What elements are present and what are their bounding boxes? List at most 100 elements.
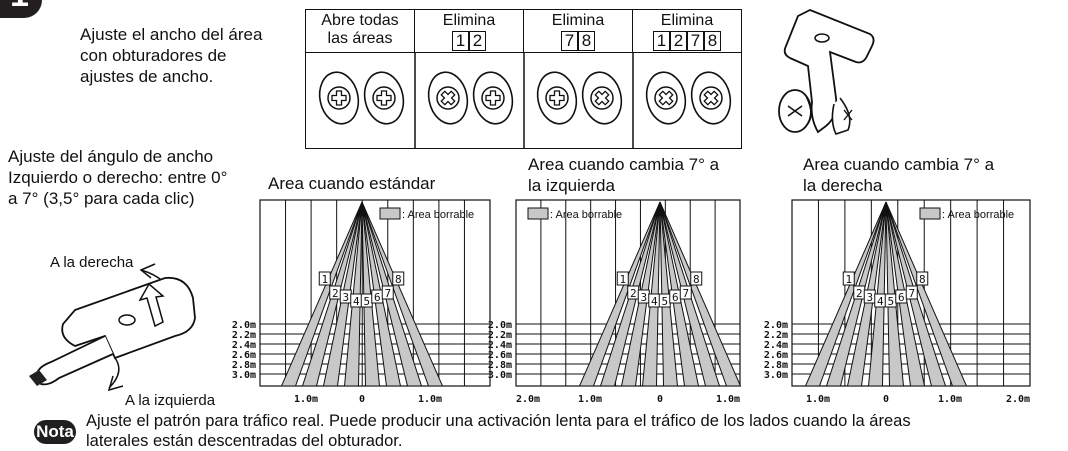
x-axis-label: 1.0m	[938, 394, 962, 405]
x-axis-label: 1.0m	[294, 394, 318, 405]
detection-beam	[804, 201, 887, 387]
y-axis-label: 2.2m	[488, 330, 512, 341]
y-axis-label: 2.6m	[488, 350, 512, 361]
zone-number: 8	[693, 273, 700, 286]
legend-swatch	[527, 207, 549, 220]
x-axis-label: 1.0m	[578, 394, 602, 405]
y-axis-label: 2.0m	[764, 320, 788, 331]
zone-number: 5	[887, 295, 894, 308]
shutter-open-icon	[532, 67, 582, 129]
angle-line-1: Ajuste del ángulo de ancho	[8, 147, 214, 166]
zone-number: 1	[619, 273, 626, 286]
diagram-title-right: Area cuando cambia 7° a la derecha	[803, 154, 994, 196]
shutter-closed-icon	[423, 67, 473, 129]
diagram-title-line: Area cuando estándar	[268, 174, 436, 193]
y-axis-label: 2.4m	[488, 340, 512, 351]
zone-number-box	[392, 271, 405, 286]
legend-label: : Area borrable	[402, 209, 474, 221]
zone-number-box	[318, 271, 331, 286]
shutter-illustrations-row	[305, 52, 742, 149]
legend-swatch	[379, 207, 401, 220]
y-axis-label: 2.2m	[232, 330, 256, 341]
number-box: 8	[578, 31, 595, 51]
zone-number: 4	[651, 295, 658, 308]
y-axis-label: 2.4m	[764, 340, 788, 351]
number-box: 7	[561, 31, 578, 51]
diagram-title-left: Area cuando cambia 7° a la izquierda	[528, 154, 719, 196]
shutter-header-line: las áreas	[327, 30, 393, 47]
number-box: 7	[687, 31, 704, 51]
diagram-title-standard: Area cuando estándar	[268, 173, 435, 194]
zone-number: 2	[856, 287, 863, 300]
zone-number: 7	[682, 287, 689, 300]
y-axis-label: 2.8m	[488, 360, 512, 371]
zone-number: 6	[374, 291, 381, 304]
zone-number: 4	[877, 295, 884, 308]
y-axis-label: 2.6m	[764, 350, 788, 361]
shutter-closed-icon	[686, 67, 736, 129]
intro-text: Ajuste el ancho del área con obturadores…	[80, 24, 262, 87]
detection-beam	[361, 201, 444, 387]
intro-line-3: ajustes de ancho.	[80, 67, 214, 86]
zone-number: 6	[898, 291, 905, 304]
number-box: 8	[704, 31, 721, 51]
shutter-header-line: Abre todas	[321, 12, 399, 29]
legend-label: : Area borrable	[550, 209, 622, 221]
y-axis-label: 3.0m	[764, 370, 788, 381]
y-axis-label: 3.0m	[488, 370, 512, 381]
angle-line-3: a 7° (3,5° para cada clic)	[8, 189, 195, 208]
diagram-title-line: la izquierda	[528, 176, 615, 195]
y-axis-label: 2.0m	[488, 320, 512, 331]
rotation-key-icon	[29, 263, 196, 392]
zone-number-box	[690, 271, 703, 286]
detection-beam	[578, 201, 661, 387]
intro-line-2: con obturadores de	[80, 46, 227, 65]
key-left-label: A la izquierda	[125, 392, 216, 409]
y-axis-label: 2.8m	[232, 360, 256, 371]
zone-number: 1	[321, 273, 328, 286]
zone-number: 1	[845, 273, 852, 286]
shutter-header-line: Elimina	[660, 12, 714, 29]
number-box: 1	[653, 31, 670, 51]
detection-beam	[280, 201, 363, 387]
x-axis-label: 0	[359, 394, 365, 405]
diagram-title-line: Area cuando cambia 7° a	[528, 155, 720, 174]
x-axis-label: 1.0m	[806, 394, 830, 405]
zone-number-box	[905, 285, 918, 300]
x-axis-label: 0	[657, 394, 663, 405]
y-axis-label: 2.4m	[232, 340, 256, 351]
zone-number-box	[381, 285, 394, 300]
detection-beam	[885, 201, 968, 387]
note-line-2: laterales están descentradas del obturad…	[86, 432, 403, 450]
y-axis-label: 2.2m	[764, 330, 788, 341]
shutter-open-icon	[359, 67, 409, 129]
number-box: 2	[469, 31, 486, 51]
x-axis-label: 1.0m	[716, 394, 740, 405]
y-axis-label: 2.0m	[232, 320, 256, 331]
y-axis-label: 3.0m	[232, 370, 256, 381]
angle-text: Ajuste del ángulo de ancho Izquierdo o d…	[8, 146, 227, 209]
step-number: 1	[10, 0, 29, 15]
y-axis-label: 2.8m	[764, 360, 788, 371]
shutter-illustrations	[314, 53, 736, 148]
angle-line-2: Izquierdo o derecho: entre 0°	[8, 168, 228, 187]
y-axis-label: 2.6m	[232, 350, 256, 361]
zone-number: 2	[630, 287, 637, 300]
zone-number: 7	[908, 287, 915, 300]
adjustment-key-icon	[778, 9, 875, 135]
zone-number: 3	[342, 291, 349, 304]
zone-number: 5	[363, 295, 370, 308]
x-axis-label: 1.0m	[418, 394, 442, 405]
note-text: Ajuste el patrón para tráfico real. Pued…	[86, 411, 911, 451]
step-tab: 1	[0, 0, 42, 18]
diagram-title-line: Area cuando cambia 7° a	[803, 155, 995, 174]
zone-number-box	[616, 271, 629, 286]
shutter-header-line: Elimina	[551, 12, 605, 29]
legend-swatch	[919, 207, 941, 220]
